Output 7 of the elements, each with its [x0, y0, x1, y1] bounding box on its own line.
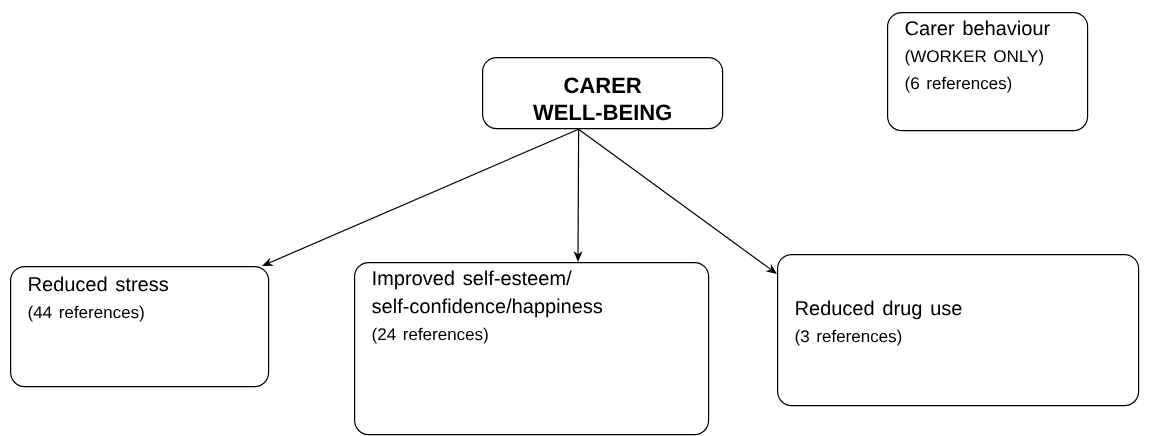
topic-box: Reduced stress (44 references): [10, 266, 270, 388]
topic-box: Reduced drug use (3 references): [777, 254, 1140, 407]
arrow: [578, 128, 777, 274]
title-box: CARER WELL-BEING: [482, 57, 724, 130]
topic-box: Carer behaviour (WORKER ONLY) (6 references): [887, 12, 1089, 132]
topic-box: Improved self-esteem/ self-confidence/happiness (24 references): [354, 262, 710, 436]
arrow: [262, 128, 580, 266]
